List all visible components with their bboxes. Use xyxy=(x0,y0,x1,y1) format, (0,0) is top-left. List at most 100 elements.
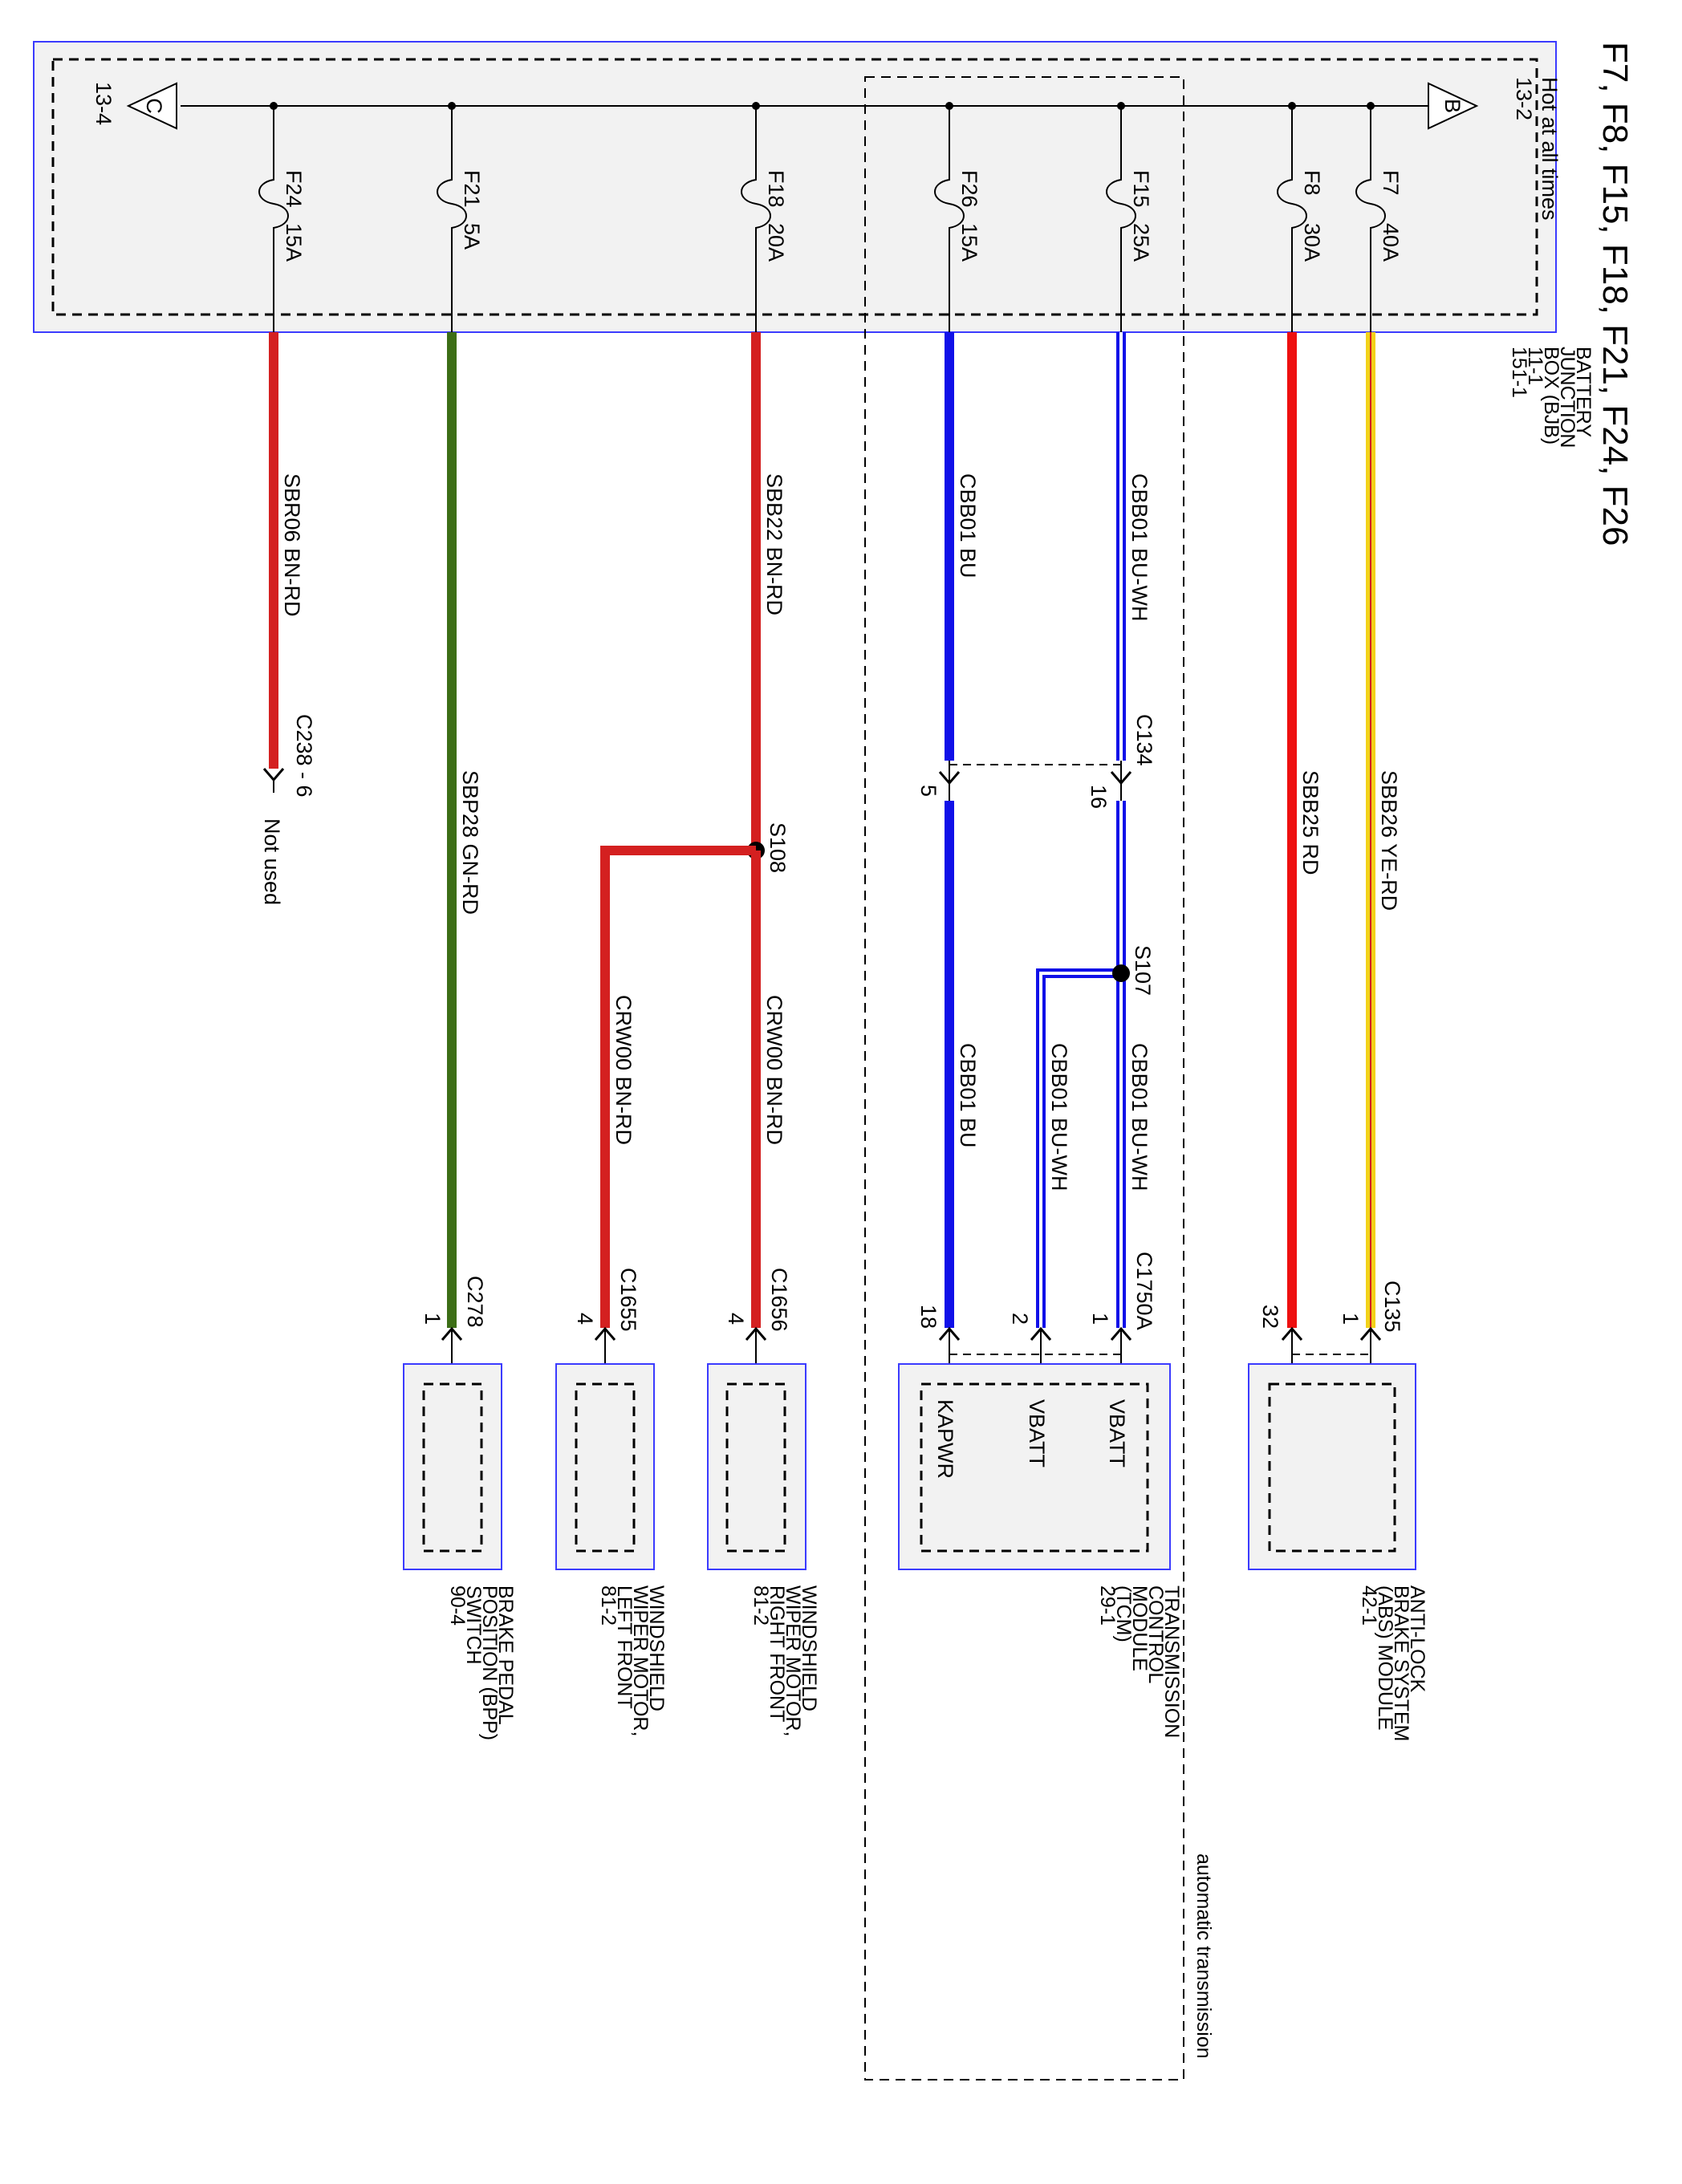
component-label-line: WIPER MOTOR, xyxy=(629,1585,652,1736)
component-label-line: POSITION (BPP) xyxy=(478,1585,501,1740)
component-label-line: 81-2 xyxy=(750,1585,772,1626)
connector-c1750a-pin1: 1 xyxy=(1088,1313,1112,1325)
connector-c134-pin-f15: 16 xyxy=(1087,785,1111,809)
splice-s107-label: S107 xyxy=(1131,945,1155,996)
circuit-f15: CBB01 BU-WH C134 16 CBB01 BU-WH CBB01 BU… xyxy=(949,332,1156,1328)
connector-c134-pin-f26: 5 xyxy=(916,785,941,797)
tcm-pin-vbatt-2: VBATT xyxy=(1025,1399,1049,1468)
component-label-line: RIGHT FRONT xyxy=(766,1585,788,1722)
bjb-ref-out: 13-4 xyxy=(91,82,116,125)
connector-c238-symbol xyxy=(262,768,285,782)
circuit-f18: SBB22 BN-RD S108 CRW00 BN-RD CRW00 BN-RD… xyxy=(573,332,791,1380)
connector-c1750a-pin2: 2 xyxy=(1008,1313,1032,1325)
bjb-hot-note: Hot at all times xyxy=(1538,77,1562,221)
connector-c135-pin1: 1 xyxy=(1339,1313,1363,1325)
fuse-symbol xyxy=(934,106,965,332)
circuit-f7: SBB26 YE-RD xyxy=(1366,332,1401,1328)
connector-c134-label: C134 xyxy=(1132,714,1156,766)
component-label-line: BRAKE SYSTEM xyxy=(1390,1585,1412,1742)
fuse-id-label: F15 xyxy=(1129,170,1153,208)
component-label-line: 42-1 xyxy=(1358,1585,1380,1626)
bjb-connector-b-label: B xyxy=(1440,99,1465,113)
connector-c1655-pin: 4 xyxy=(573,1313,597,1325)
tcm-pin-kapwr: KAPWR xyxy=(933,1399,957,1479)
component-label-line: WIPER MOTOR, xyxy=(782,1585,804,1736)
connector-c278-label: C278 xyxy=(463,1276,487,1328)
component-label-line: 81-2 xyxy=(597,1585,620,1626)
tcm-pin-vbatt-1: VBATT xyxy=(1105,1399,1129,1468)
wire-label-cbb01-buwh-branch: CBB01 BU-WH xyxy=(1047,1043,1071,1191)
splice-s108-label: S108 xyxy=(766,822,790,873)
component-label: TRANSMISSION CONTROL MODULE (TCM) 29-1 xyxy=(1096,1585,1183,1738)
bjb-name-line: JUNCTION xyxy=(1556,347,1578,448)
component-label-line: 29-1 xyxy=(1096,1585,1119,1626)
wire-crw00-left xyxy=(600,846,756,1328)
battery-junction-box: C B 13-4 Hot at all times 13-2 BATTERY J… xyxy=(33,41,1595,448)
component-label-line: WINDSHIELD xyxy=(798,1585,820,1711)
component-label-line: LEFT FRONT xyxy=(613,1585,636,1709)
fuse-symbol xyxy=(258,106,289,332)
wire-label-sbb26: SBB26 YE-RD xyxy=(1377,770,1401,911)
wire-label-sbb25: SBB25 RD xyxy=(1298,770,1322,875)
bjb-connector-c-label: C xyxy=(142,98,166,114)
wire-label-cbb01-buwh-lower: CBB01 BU-WH xyxy=(1127,1043,1152,1191)
fuse-id-label: F7 xyxy=(1379,170,1403,196)
component-label-line: BRAKE PEDAL xyxy=(494,1585,517,1725)
fuse-symbol xyxy=(1355,106,1386,332)
component-label: BRAKE PEDAL POSITION (BPP) SWITCH 90-4 xyxy=(446,1585,517,1740)
wire-label-cbb01-bu-lower: CBB01 BU xyxy=(956,1043,980,1148)
fuse-rating-label: 15A xyxy=(282,223,306,262)
component-wiper-lf: WINDSHIELD WIPER MOTOR, LEFT FRONT 81-2 xyxy=(555,1363,668,1736)
bjb-name: BATTERY JUNCTION BOX (BJB) 11-1 151-1 xyxy=(1508,347,1595,448)
automatic-transmission-note: automatic transmission xyxy=(1192,1853,1215,2059)
circuit-f26: CBB01 BU CBB01 BU 5 xyxy=(916,332,980,1328)
fuse-rating-label: 25A xyxy=(1129,223,1153,262)
wire-label-cbb01-bu-upper: CBB01 BU xyxy=(956,473,980,578)
bjb-name-line: BATTERY xyxy=(1572,347,1595,437)
connector-c278-pin: 1 xyxy=(420,1313,445,1325)
wire-label-crw00-right: CRW00 BN-RD xyxy=(762,995,786,1145)
wire-label-sbp28: SBP28 GN-RD xyxy=(458,770,482,915)
connector-c135: C135 1 32 xyxy=(1258,1281,1404,1380)
component-label-line: MODULE xyxy=(1128,1585,1151,1671)
connector-c135-label: C135 xyxy=(1380,1281,1404,1333)
connector-c1655-label: C1655 xyxy=(616,1268,640,1332)
connector-c1750a-label: C1750A xyxy=(1132,1252,1156,1330)
component-label-line: SWITCH xyxy=(462,1585,485,1665)
component-label-line: TRANSMISSION xyxy=(1160,1585,1183,1738)
bjb-connector-c xyxy=(126,82,177,130)
component-box xyxy=(898,1363,1171,1570)
component-label-line: 90-4 xyxy=(446,1585,469,1626)
connector-c238-label: C238 - 6 xyxy=(292,714,316,798)
page-title: F7, F8, F15, F18, F21, F24, F26 xyxy=(1595,42,1635,546)
component-wiper-rf: WINDSHIELD WIPER MOTOR, RIGHT FRONT 81-2 xyxy=(707,1363,820,1736)
component-inner-dashed xyxy=(1268,1382,1396,1553)
component-label: WINDSHIELD WIPER MOTOR, RIGHT FRONT 81-2 xyxy=(750,1585,820,1736)
component-label-line: CONTROL xyxy=(1144,1585,1167,1683)
connector-c135-pin32: 32 xyxy=(1258,1305,1282,1329)
wire-label-cbb01-buwh-upper: CBB01 BU-WH xyxy=(1127,473,1152,622)
component-box xyxy=(555,1363,655,1570)
component-label: WINDSHIELD WIPER MOTOR, LEFT FRONT 81-2 xyxy=(597,1585,668,1736)
connector-c1656-pin: 4 xyxy=(724,1313,748,1325)
component-inner-dashed xyxy=(920,1382,1149,1553)
fuse-rating-label: 20A xyxy=(764,223,788,262)
bjb-name-line: BOX (BJB) xyxy=(1540,347,1562,445)
fuse-id-label: F21 xyxy=(460,170,484,208)
connector-c1656-label: C1656 xyxy=(767,1268,791,1332)
automatic-transmission-boundary xyxy=(864,76,1184,2080)
bjb-name-line: 11-1 xyxy=(1524,347,1546,385)
fuse-symbol xyxy=(741,106,771,332)
splice-s107 xyxy=(1112,964,1130,982)
component-label-line: WINDSHIELD xyxy=(645,1585,668,1711)
component-label-line: ANTI-LOCK xyxy=(1406,1585,1428,1693)
fuse-id-label: F26 xyxy=(957,170,981,208)
fuse-symbol xyxy=(1277,106,1307,332)
fuse-id-label: F8 xyxy=(1300,170,1324,196)
